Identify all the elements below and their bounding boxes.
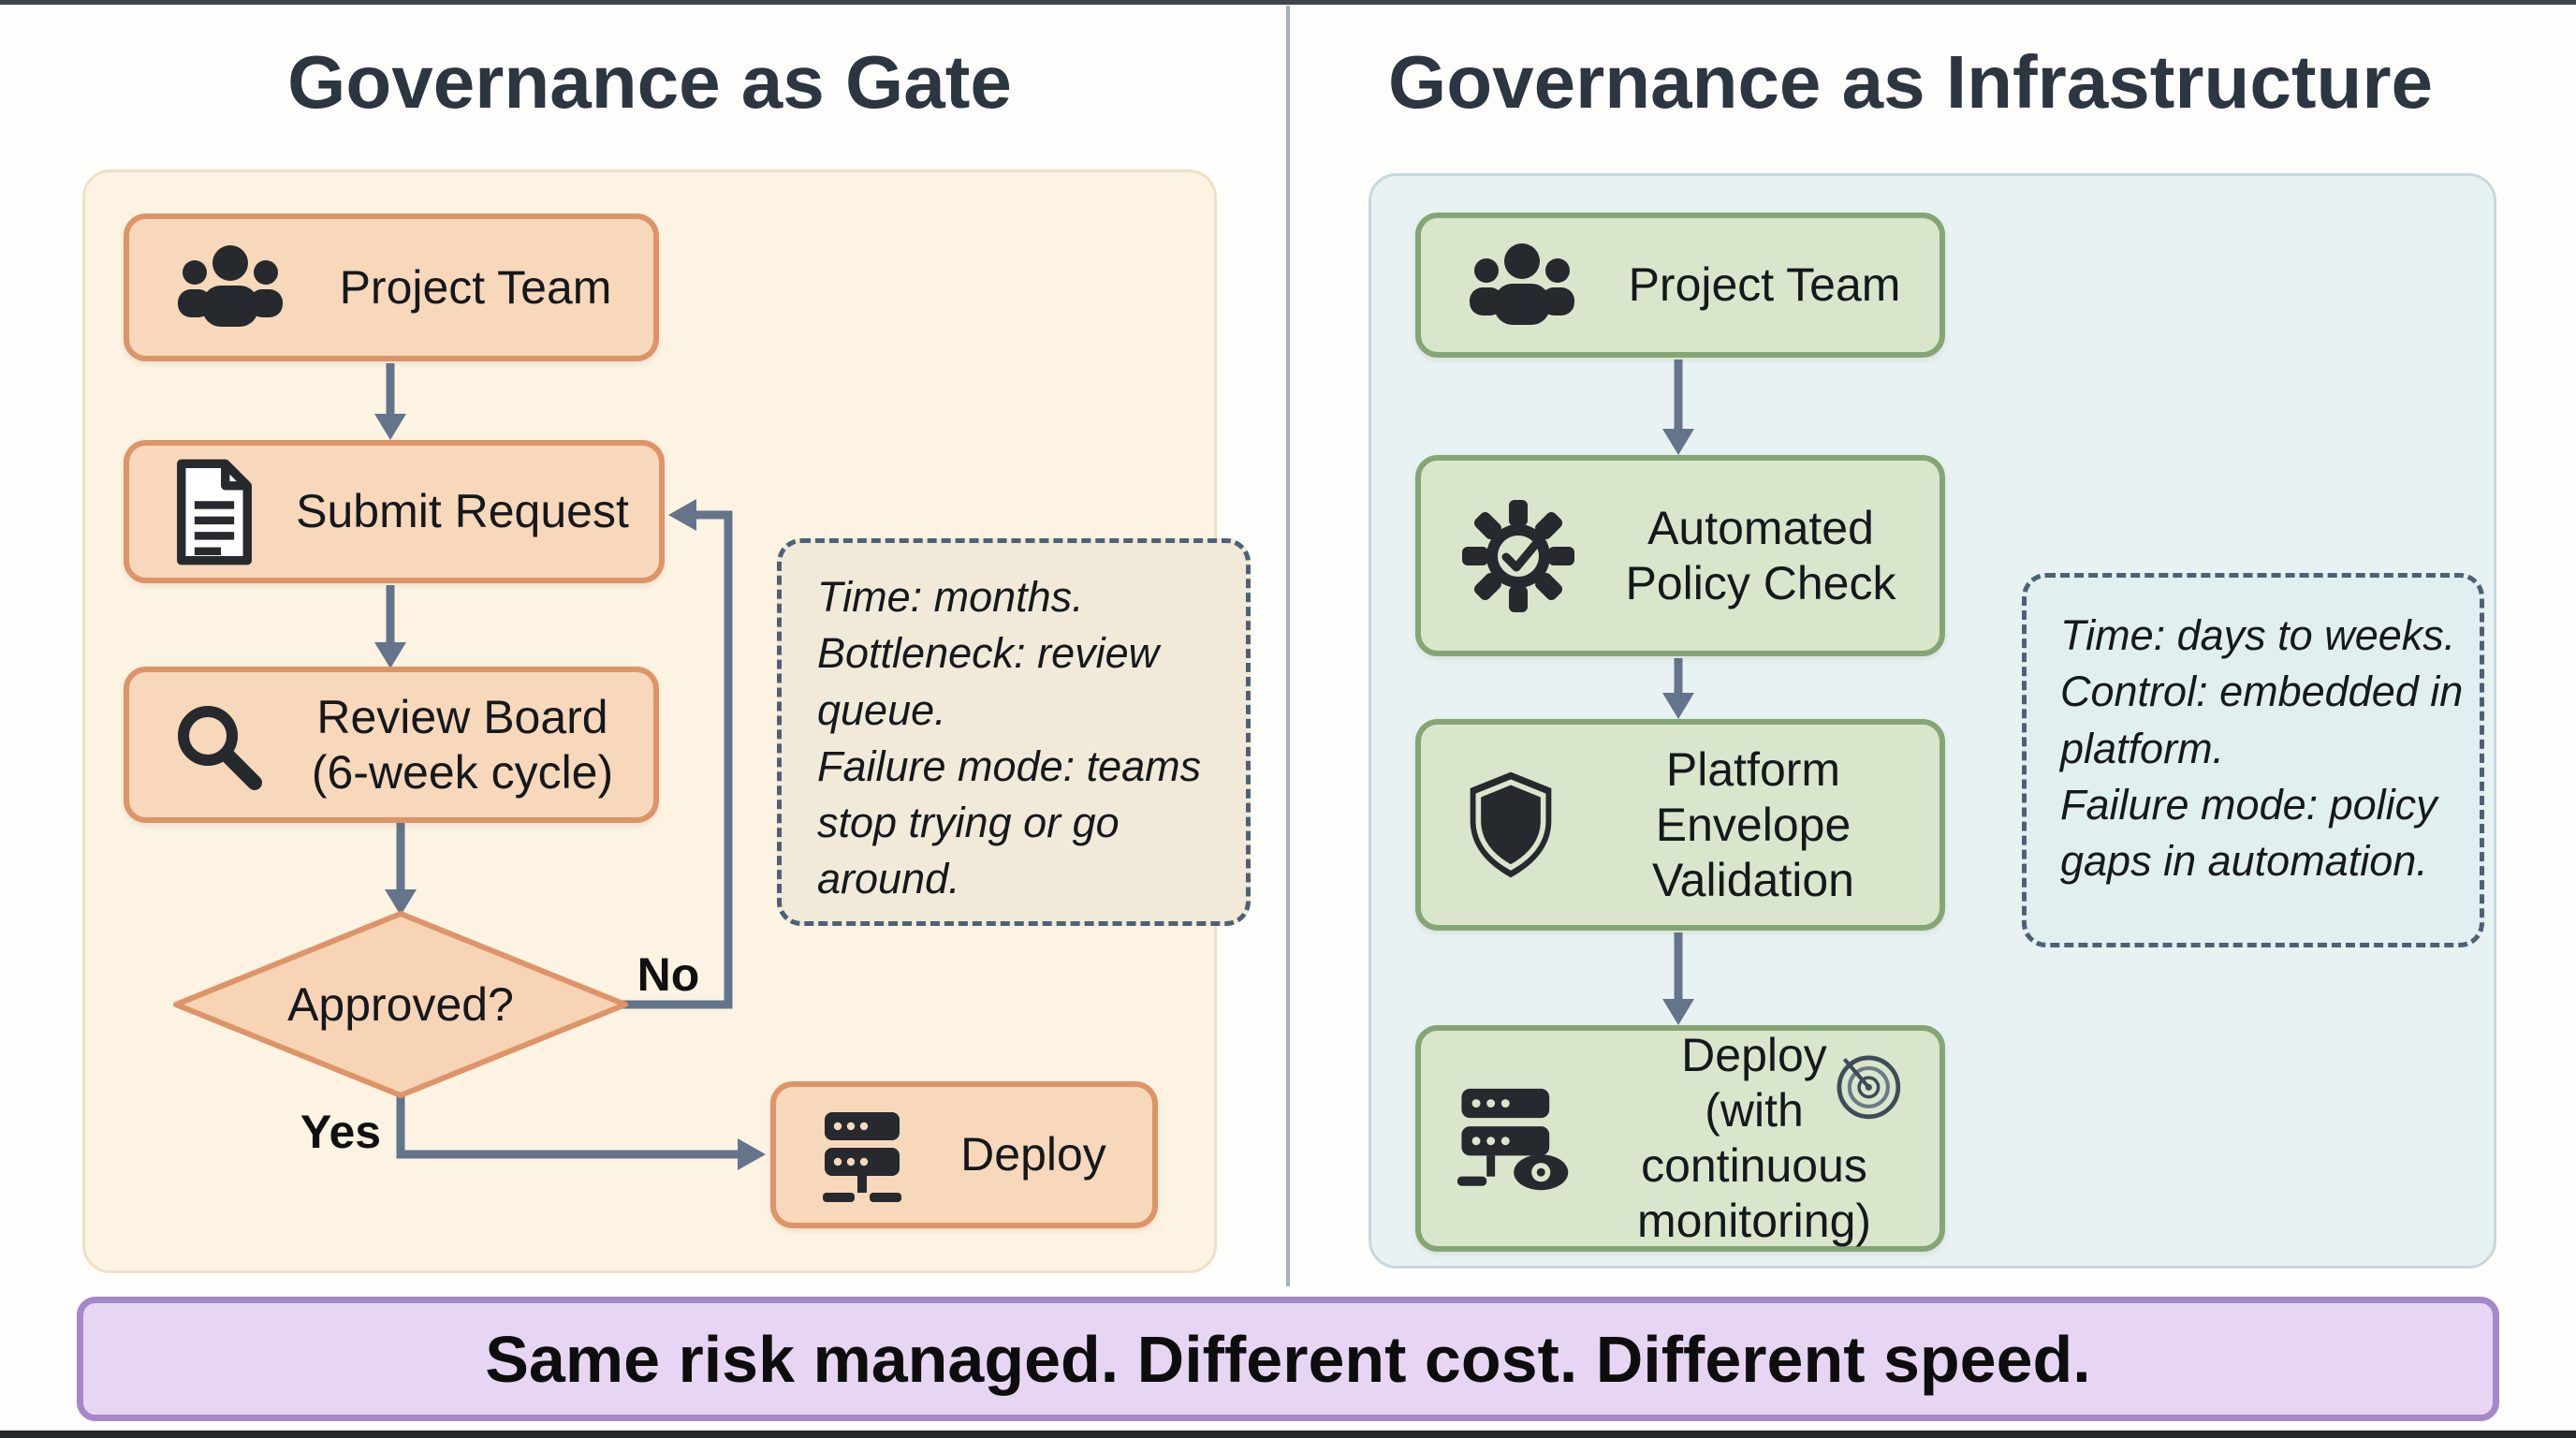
- right-note: Time: days to weeks. Control: embedded i…: [2022, 573, 2484, 947]
- bottom-edge-strip: [0, 1431, 2576, 1438]
- server-icon: [810, 1103, 915, 1208]
- document-icon: [170, 457, 258, 567]
- node-right-platform-envelope-validation: Platform Envelope Validation: [1415, 719, 1945, 931]
- left-note: Time: months. Bottleneck: review queue. …: [777, 538, 1251, 926]
- node-label: Review Board (6-week cycle): [311, 690, 614, 799]
- left-title: Governance as Gate: [287, 40, 1012, 124]
- edge-label-no: No: [637, 948, 700, 1001]
- node-label: Project Team: [1628, 258, 1901, 311]
- summary-banner: Same risk managed. Different cost. Diffe…: [77, 1297, 2499, 1421]
- node-label: Deploy: [960, 1128, 1106, 1181]
- top-edge-strip: [0, 0, 2576, 5]
- deploy-line2: (with continuous monitoring): [1636, 1084, 1872, 1247]
- node-right-project-team: Project Team: [1415, 213, 1945, 358]
- node-label: Automated Policy Check: [1625, 501, 1896, 609]
- panel-divider: [1286, 6, 1290, 1286]
- node-left-review-board: Review Board (6-week cycle): [124, 667, 659, 823]
- target-icon: [1829, 1048, 1906, 1124]
- magnifier-icon: [170, 698, 264, 792]
- server-monitor-icon: [1449, 1080, 1574, 1197]
- shield-icon: [1462, 768, 1559, 882]
- node-left-project-team: Project Team: [124, 213, 659, 361]
- team-icon: [1462, 239, 1582, 332]
- edge-label-yes: Yes: [300, 1106, 382, 1158]
- node-label: Submit Request: [296, 485, 629, 537]
- node-right-automated-policy-check: Automated Policy Check: [1415, 455, 1945, 656]
- node-label: Platform Envelope Validation: [1652, 742, 1854, 906]
- team-icon: [170, 241, 290, 334]
- node-approved-decision: Approved?: [287, 978, 514, 1031]
- gear-check-icon: [1462, 499, 1574, 612]
- node-right-deploy: Deploy (with continuous monitoring): [1415, 1025, 1945, 1252]
- node-left-submit-request: Submit Request: [124, 440, 665, 583]
- node-left-deploy: Deploy: [770, 1081, 1158, 1228]
- node-label: Project Team: [339, 260, 612, 314]
- node-label: Deploy (with continuous monitoring): [1595, 1028, 1913, 1249]
- right-title: Governance as Infrastructure: [1388, 40, 2433, 124]
- deploy-line1: Deploy: [1681, 1029, 1827, 1081]
